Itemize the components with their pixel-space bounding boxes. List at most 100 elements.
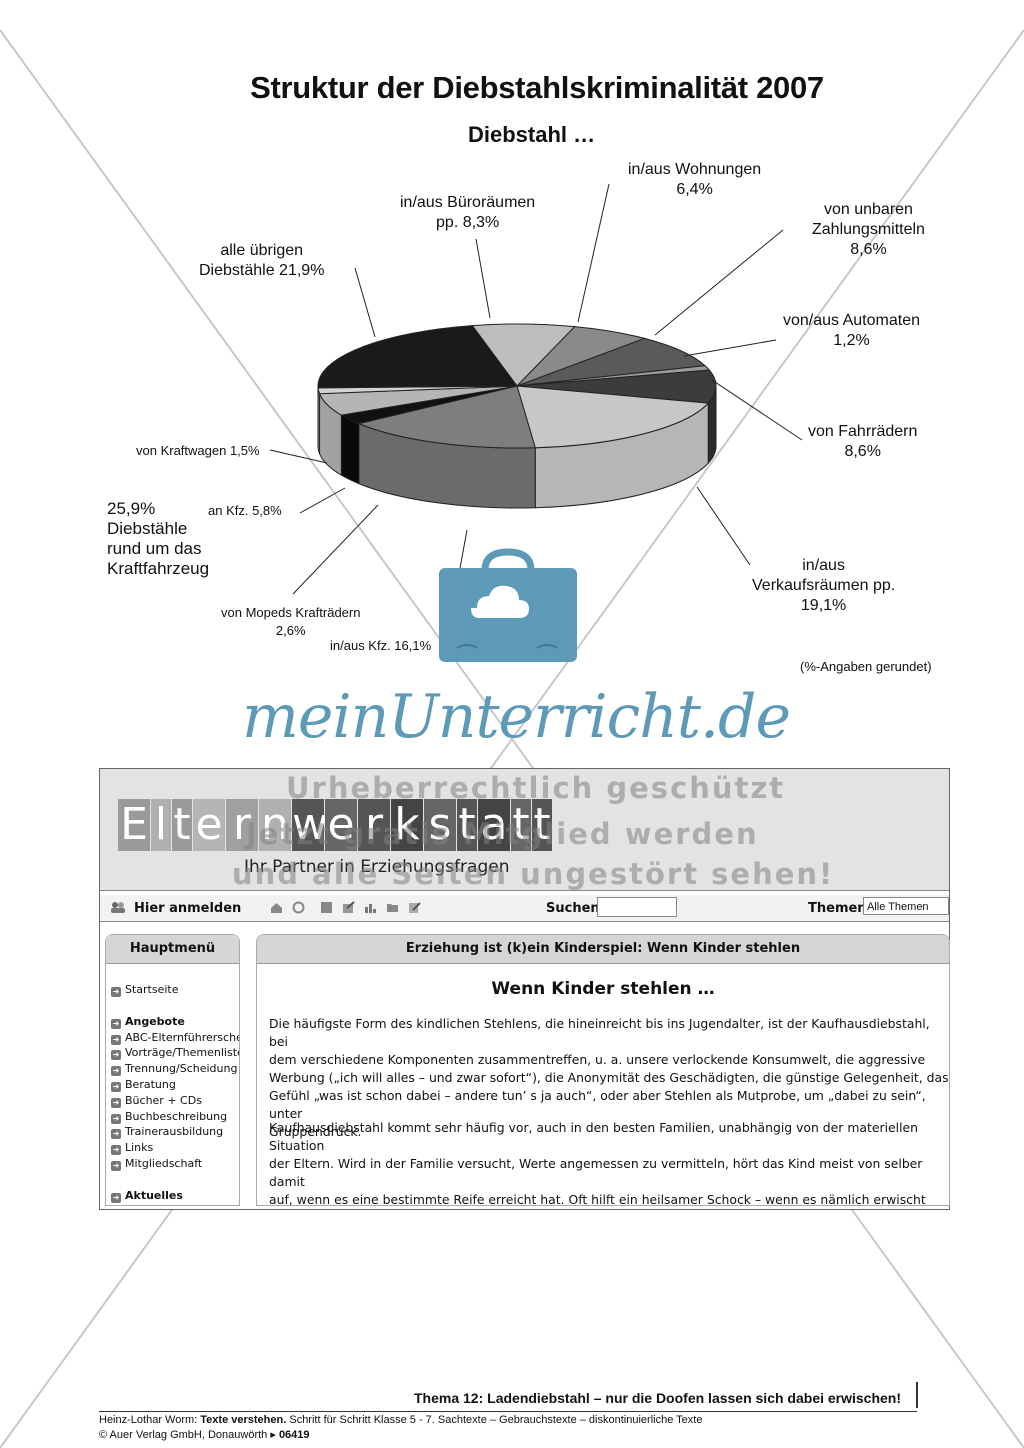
leader-line-2 [654, 229, 784, 336]
leader-line-0 [475, 238, 491, 319]
leader-line-9 [269, 449, 328, 464]
logo-letter: k [391, 799, 423, 851]
menu-item[interactable]: ➜ ABC-Elternführerschein [111, 1031, 239, 1045]
logo-letter: w [292, 799, 328, 851]
logo-letter: n [259, 799, 291, 851]
pie-slice-side-7 [340, 414, 360, 485]
paragraph-line: der Eltern. Wird in der Familie versucht… [269, 1156, 923, 1189]
menu-item[interactable]: ➜ Trainerausbildung [111, 1125, 223, 1139]
users-icon [111, 902, 125, 913]
themen-select[interactable]: Alle Themen [863, 897, 949, 915]
logo-letter: t [532, 799, 552, 851]
paragraph-line: Gruppendruck. [269, 1124, 362, 1139]
search-label: Suchen [546, 901, 600, 916]
footer-copyright: © Auer Verlag GmbH, Donauwörth ▸ 06419 [99, 1429, 310, 1441]
menu-item-label: Mitgliedschaft [125, 1157, 203, 1170]
slice-label-kraftwagen: von Kraftwagen 1,5% [136, 443, 260, 458]
content-paragraph-1: Die häufigste Form des kindlichen Stehle… [269, 1015, 949, 1141]
menu-item[interactable]: ➜Links [111, 1141, 153, 1155]
slice-label-kfz: in/aus Kfz. 16,1% [330, 638, 432, 653]
arrow-right-icon: ➜ [111, 1098, 121, 1108]
site-tagline: Ihr Partner in Erziehungsfragen [244, 857, 510, 877]
paragraph-line: dem verschiedene Komponenten zusammentre… [269, 1052, 926, 1067]
login-link[interactable]: Hier anmelden [134, 901, 242, 916]
menu-item[interactable]: ➜Buchbeschreibung [111, 1110, 227, 1124]
refresh-icon[interactable] [292, 901, 305, 914]
logo-letter: e [325, 799, 357, 851]
content-panel: Erziehung ist (k)ein Kinderspiel: Wenn K… [256, 934, 950, 1206]
leader-line-10 [354, 267, 376, 338]
paragraph-line: Die häufigste Form des kindlichen Stehle… [269, 1016, 930, 1049]
logo-letter: t [172, 799, 192, 851]
chart-subtitle: Diebstahl … [468, 122, 596, 147]
menu-item-label: Trainerausbildung [125, 1125, 224, 1138]
footer-rule [99, 1411, 917, 1412]
pie-slice-4 [516, 369, 717, 404]
pie-slice-0 [471, 323, 576, 387]
menu-item-label: ABC-Elternführerschein [125, 1031, 239, 1044]
export-icon[interactable] [342, 901, 355, 914]
edit-icon[interactable] [408, 901, 421, 914]
menu-item[interactable]: ➜Beratung [111, 1078, 176, 1092]
pie-slice-5 [516, 385, 710, 449]
footer-citation: Heinz-Lothar Worm: Texte verstehen. Schr… [99, 1414, 703, 1426]
paragraph-line: Werbung („ich will alles – und zwar sofo… [269, 1070, 949, 1085]
chart-icon[interactable] [364, 901, 377, 914]
logo-letter: s [424, 799, 456, 851]
footer-thema: Thema 12: Ladendiebstahl – nur die Doofe… [414, 1390, 902, 1406]
logo-letter: l [151, 799, 171, 851]
menu-item-label: Bücher + CDs [125, 1094, 202, 1107]
menu-item[interactable]: ➜Startseite [111, 983, 179, 997]
arrow-right-icon: ➜ [111, 1129, 121, 1139]
paragraph-line: Kaufhausdiebstahl kommt sehr häufig vor,… [269, 1120, 918, 1153]
content-header: Erziehung ist (k)ein Kinderspiel: Wenn K… [257, 935, 949, 964]
watermark-cross-line-2 [0, 29, 1024, 1448]
menu-item[interactable]: ➜Mitgliedschaft [111, 1157, 202, 1171]
leader-line-8 [299, 487, 346, 514]
menu-item[interactable]: ➜ Bücher + CDs [111, 1094, 202, 1108]
logo-letter: r [358, 799, 390, 851]
contacts-icon[interactable] [320, 901, 333, 914]
paragraph-line: auf, wenn es eine bestimmte Reife erreic… [269, 1192, 926, 1206]
logo-letter: t [511, 799, 531, 851]
menu-item[interactable]: ➜Vorträge/Themenliste [111, 1046, 239, 1060]
paragraph-line: Gefühl „was ist schon dabei – andere tun… [269, 1088, 926, 1121]
menu-item-label: Startseite [125, 983, 179, 996]
watermark-undisturbed: und alle Seiten ungestört sehen! [232, 857, 835, 891]
search-input[interactable] [597, 897, 677, 917]
arrow-right-icon: ➜ [111, 1193, 121, 1203]
site-toolbar: Hier anmelden Suchen Themen Alle Themen [100, 895, 949, 922]
home-icon[interactable] [270, 901, 283, 914]
menu-item-label: Buchbeschreibung [125, 1110, 228, 1123]
leader-line-3 [683, 339, 777, 357]
logo-letter: a [478, 799, 510, 851]
arrow-right-icon: ➜ [111, 1145, 121, 1155]
logo-letter: r [226, 799, 258, 851]
arrow-right-icon: ➜ [111, 1035, 121, 1045]
leader-line-4 [711, 379, 803, 441]
content-paragraph-2: Kaufhausdiebstahl kommt sehr häufig vor,… [269, 1119, 949, 1206]
menu-item-label: Aktuelles [125, 1189, 183, 1202]
logo-letter: E [118, 799, 150, 851]
menu-item[interactable]: ➜Trennung/Scheidung [111, 1062, 237, 1076]
pie-slice-2 [516, 337, 707, 387]
briefcase-cloud-logo [439, 548, 577, 662]
footer-divider [916, 1382, 918, 1408]
main-menu: Hauptmenü ➜Startseite➜Angebote➜ABC-Elter… [105, 934, 240, 1206]
menu-item[interactable]: ➜Angebote [111, 1015, 185, 1029]
main-menu-title: Hauptmenü [106, 935, 239, 964]
menu-item[interactable]: ➜ Aktuelles [111, 1189, 183, 1203]
folder-icon[interactable] [386, 901, 399, 914]
arrow-right-icon: ➜ [111, 1066, 121, 1076]
logo-letter: e [193, 799, 225, 851]
